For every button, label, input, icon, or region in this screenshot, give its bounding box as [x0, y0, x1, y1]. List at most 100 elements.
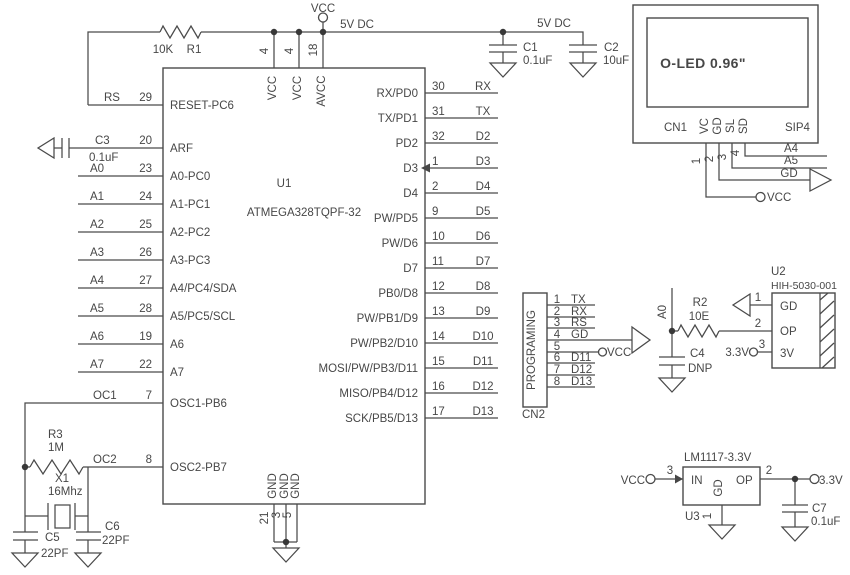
gnd-c4-icon: [657, 377, 687, 393]
vcc-flag-label: VCC: [311, 3, 335, 15]
c1-ref: C1: [523, 42, 538, 54]
u3-body: [682, 466, 761, 506]
oled-pin-num-4: 4: [730, 149, 742, 156]
cn2-num-7: 7: [554, 364, 560, 376]
u1-pin-reset: RESET-PC6: [170, 100, 234, 112]
u1-pin-arf: ARF: [170, 143, 193, 155]
cn2-num-6: 6: [554, 352, 560, 364]
oled-pin-num-1: 1: [691, 158, 703, 164]
u2-pin-3v: 3V: [780, 348, 794, 360]
cn2-body: [522, 292, 548, 408]
labels: VCC 5V DC 5V DC 10K R1 C1 0.1uF C2 10uF …: [41, 3, 843, 560]
gnd-u3-icon: [707, 524, 737, 540]
net-a1: A1: [90, 191, 104, 203]
u2-pin-op: OP: [780, 326, 797, 338]
u1-pin-pd2: PD2: [396, 138, 418, 150]
vcc-flag-oled-icon: [755, 191, 766, 203]
pin-num-20: 20: [139, 135, 152, 147]
pin-num-1: 1: [432, 156, 438, 168]
wires: [13, 22, 827, 553]
net-d11: D11: [473, 356, 493, 368]
pin-num-9: 9: [432, 206, 438, 218]
cn2-net-d12: D12: [571, 364, 592, 376]
pin-num-16: 16: [432, 381, 445, 393]
pin-num-29: 29: [139, 92, 152, 104]
net-u2-a0: A0: [657, 305, 669, 319]
gnd-c6-icon: [73, 552, 103, 568]
cn2-num-3: 3: [554, 317, 560, 329]
x1-value: 16Mhz: [48, 486, 83, 498]
net-a6: A6: [90, 331, 104, 343]
net-d5: D5: [476, 206, 491, 218]
cn2-num-1: 1: [554, 294, 560, 306]
u2-body: [771, 292, 836, 369]
u1-pin-a7: A7: [170, 367, 184, 379]
net-oled-gd: GD: [780, 168, 797, 180]
u1-pin-sck: SCK/PB5/D13: [345, 413, 418, 425]
r2-value: 10E: [689, 311, 710, 323]
net-d13: D13: [472, 406, 493, 418]
cn2-net-rx: RX: [571, 306, 587, 318]
cn2-net-tx: TX: [571, 294, 586, 306]
net-a0: A0: [90, 163, 104, 175]
u1-pin-miso: MISO/PB4/D12: [339, 388, 418, 400]
pin-num-12: 12: [432, 281, 445, 293]
u2-num-2: 2: [755, 318, 761, 330]
pin-num-19: 19: [139, 331, 152, 343]
c3-ref: C3: [95, 135, 110, 147]
net-d6: D6: [476, 231, 491, 243]
gnd-c2-icon: [568, 62, 598, 78]
oled-screen-body: [646, 17, 809, 108]
u1-pin-mosi: MOSI/PW/PB3/D11: [319, 363, 418, 375]
oled-ref: CN1: [664, 122, 687, 134]
u1-pin-a1: A1-PC1: [170, 199, 210, 211]
gnd-arrow-c3-icon: [36, 136, 55, 160]
net-u3-vcc: VCC: [621, 475, 645, 487]
cn2-label: PROGRAMING: [526, 310, 538, 390]
u1-pin-vcc1: VCC: [267, 76, 279, 100]
c2-value: 10uF: [603, 55, 629, 67]
u2-hatch: [819, 292, 835, 369]
oled-outer-body: [632, 4, 819, 144]
vcc-flag-icon: [317, 12, 329, 23]
net-a7: A7: [90, 359, 104, 371]
u2-ref: U2: [771, 266, 786, 278]
r1-ref: R1: [187, 44, 202, 56]
net-a3: A3: [90, 247, 104, 259]
u1-pin-vcc2: VCC: [292, 76, 304, 100]
u1-pin-a3: A3-PC3: [170, 255, 210, 267]
pin-arrow-d3-icon: [421, 163, 430, 173]
u1-pin-d7: D7: [403, 263, 418, 275]
pin-num-10: 10: [432, 231, 445, 243]
net-tx: TX: [476, 106, 491, 118]
pin-num-8: 8: [146, 454, 152, 466]
u1-pin-avcc: AVCC: [316, 75, 328, 106]
c6-value: 22PF: [102, 535, 130, 547]
vcc-flag-u3-icon: [645, 473, 656, 485]
cn2-num-5: 5: [554, 341, 560, 353]
net-oled-a5: A5: [784, 155, 798, 167]
net-d7: D7: [476, 256, 491, 268]
gnd-u1-icon: [271, 547, 301, 563]
pin-num-28: 28: [139, 303, 152, 315]
net-oc2: OC2: [93, 454, 117, 466]
net-d2: D2: [476, 131, 491, 143]
net-a2: A2: [90, 219, 104, 231]
u1-pin-a0: A0-PC0: [170, 171, 210, 183]
r1-value: 10K: [153, 44, 174, 56]
u1-pin-pwpd5: PW/PD5: [374, 213, 418, 225]
u1-pin-a2: A2-PC2: [170, 227, 210, 239]
pin-num-23: 23: [139, 163, 152, 175]
oled-pin-gd: GD: [712, 117, 724, 134]
oled-pin-vc: VC: [699, 118, 711, 134]
gnd-c1-icon: [488, 62, 518, 78]
pin-num-17: 17: [432, 406, 445, 418]
c2-ref: C2: [604, 42, 619, 54]
oled-pin-sd: SD: [738, 118, 750, 134]
cn2-num-4: 4: [554, 329, 561, 341]
gnd-arrow-oled-icon: [809, 167, 833, 193]
u1-body: [162, 67, 426, 505]
c1-value: 0.1uF: [523, 55, 552, 67]
component-bodies: [162, 4, 836, 506]
u3-num-3: 3: [667, 465, 673, 477]
